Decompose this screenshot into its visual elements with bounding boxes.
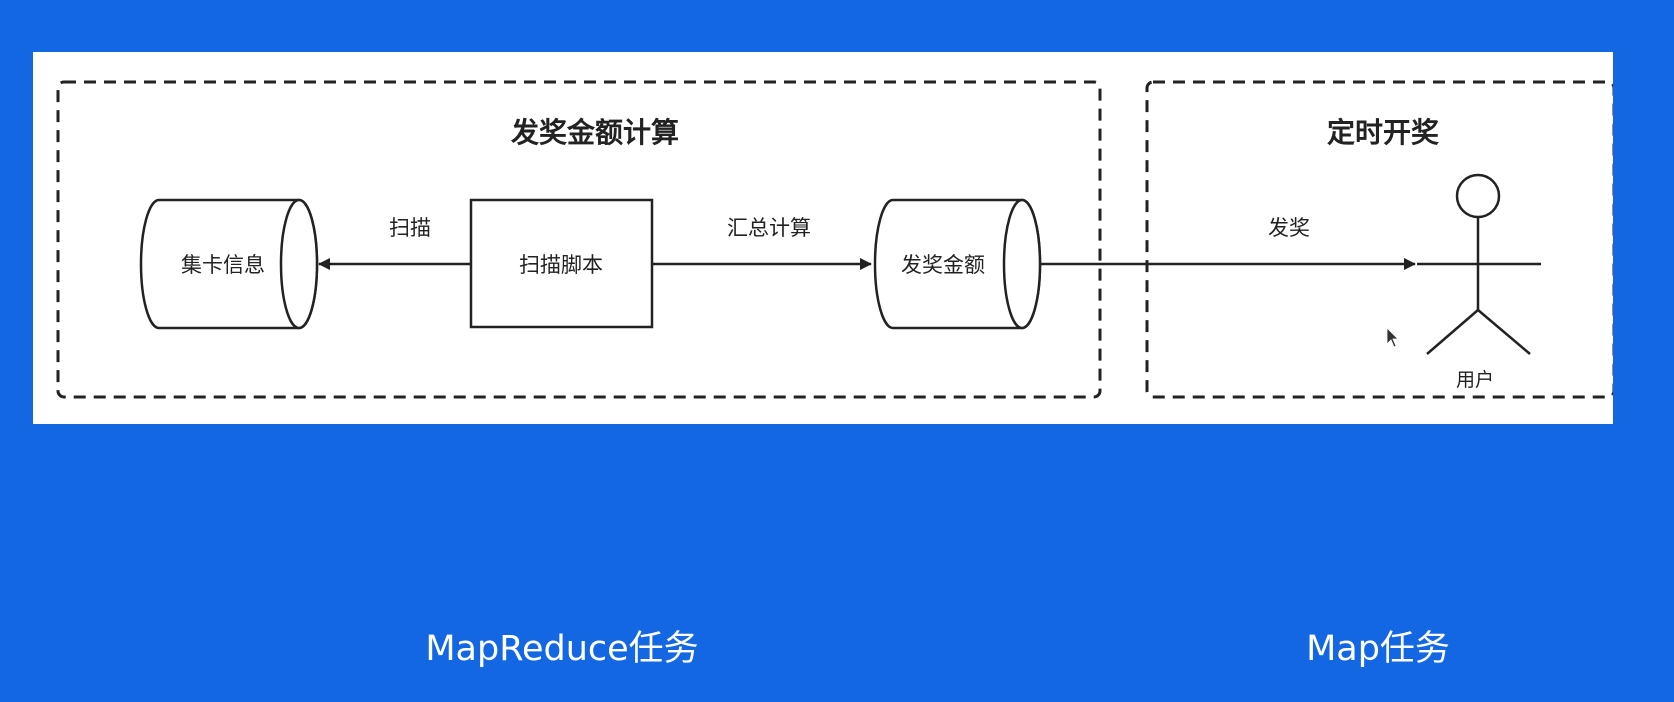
diagram-canvas: 发奖金额计算 定时开奖 集卡信息 扫描脚本 发奖金额 扫描 汇总计算 发奖: [56, 80, 1613, 399]
mouse-cursor-icon: [1386, 327, 1399, 348]
process-scan-script-label: 扫描脚本: [519, 253, 603, 277]
arrow-scan-label: 扫描: [389, 216, 431, 240]
caption-map-task: Map任务: [1306, 629, 1450, 669]
group-box-scheduled-draw: [1145, 80, 1613, 399]
group-box-award-calculation: [56, 80, 1102, 399]
group-title-award-calculation: 发奖金额计算: [510, 116, 679, 149]
process-scan-script: 扫描脚本: [469, 198, 654, 329]
database-card-info: 集卡信息: [139, 198, 319, 330]
user-actor-icon: [1417, 173, 1541, 355]
group-title-scheduled-draw: 定时开奖: [1327, 116, 1439, 149]
database-award-amount: 发奖金额: [873, 198, 1042, 330]
arrow-award-label: 发奖: [1268, 216, 1310, 240]
database-card-info-label: 集卡信息: [181, 253, 265, 277]
user-actor-label: 用户: [1456, 369, 1494, 391]
database-award-amount-label: 发奖金额: [901, 253, 985, 277]
caption-mapreduce-task: MapReduce任务: [425, 629, 699, 669]
diagram-panel: 发奖金额计算 定时开奖 集卡信息 扫描脚本 发奖金额 扫描 汇总计算 发奖: [33, 52, 1613, 424]
arrow-summary-calc-label: 汇总计算: [727, 216, 811, 240]
